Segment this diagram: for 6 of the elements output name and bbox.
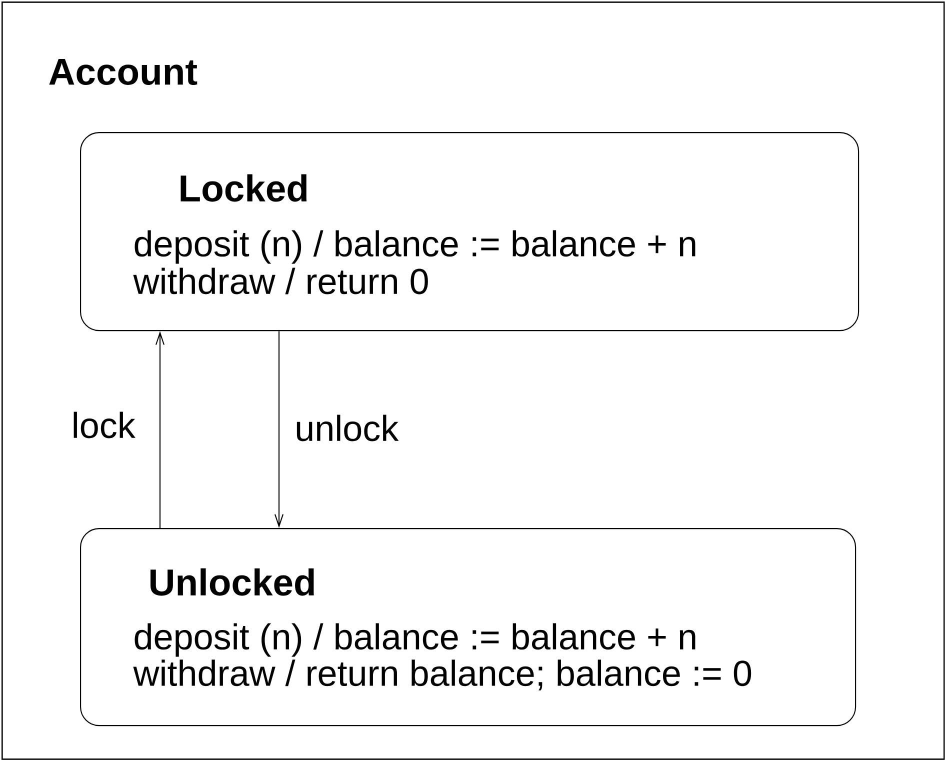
arrow — [274, 331, 284, 528]
state-box: Unlocked deposit (n) / balance := balance + n withdraw / return balance; balance := 0 — [80, 528, 856, 726]
arrow — [156, 331, 165, 528]
state-box: Locked deposit (n) / balance := balance + n withdraw / return 0 — [80, 132, 860, 332]
edge-label: unlock — [293, 413, 400, 443]
edge-label: lock — [70, 410, 137, 440]
